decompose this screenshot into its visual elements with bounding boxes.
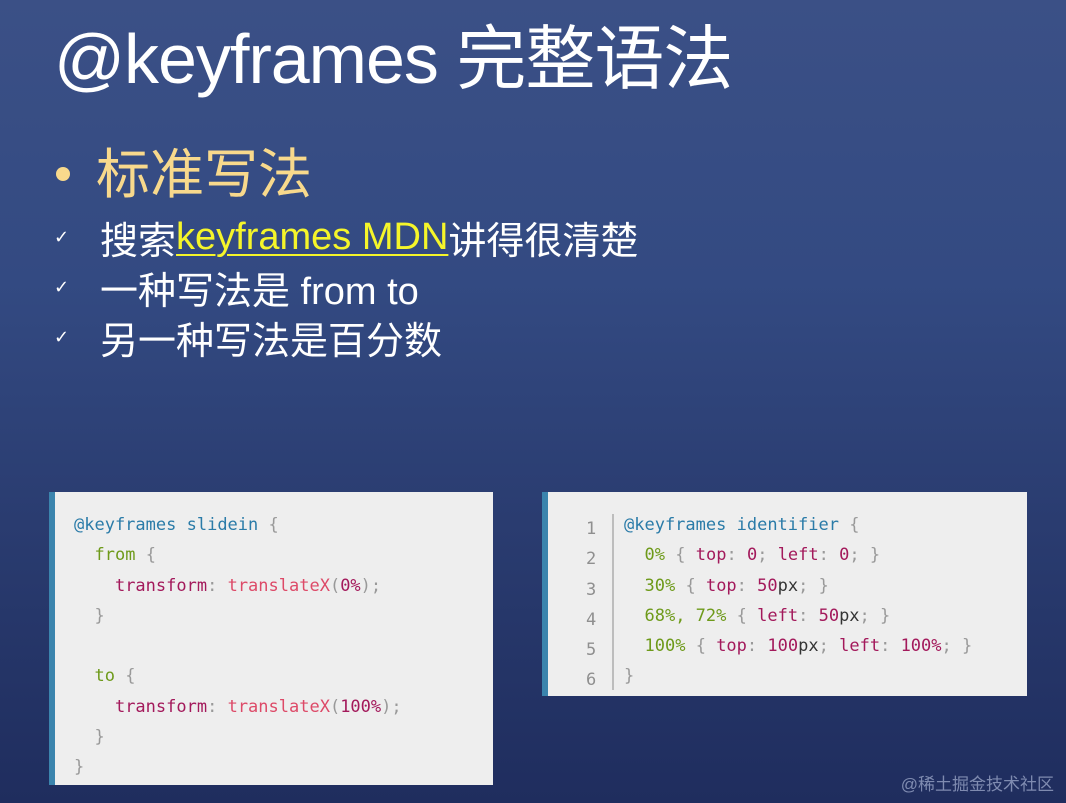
- check-icon: ✓: [54, 226, 70, 247]
- code-line: from {: [94, 545, 156, 566]
- code-line: [74, 631, 402, 661]
- code-line: 100% { top: 100px; left: 100%; }: [644, 636, 973, 657]
- bullet-dot-icon: [56, 166, 70, 181]
- line-number: 2: [586, 549, 597, 570]
- code-line: to {: [94, 666, 136, 687]
- code-lines: @keyframes identifier { 0% { top: 0; lef…: [624, 510, 972, 692]
- code-line: transform: translateX(100%);: [114, 696, 402, 717]
- code-line: transform: translateX(0%);: [114, 575, 382, 596]
- watermark: @稀土掘金技术社区: [900, 775, 1054, 794]
- checklist-text: 另一种写法是百分数: [100, 320, 443, 363]
- line-number: 1: [586, 519, 597, 539]
- line-number: 5: [586, 640, 597, 661]
- code-line: }: [74, 757, 85, 778]
- checklist-item: ✓ 另一种写法是百分数: [54, 312, 638, 363]
- code-lines: @keyframes slidein { from { transform: t…: [74, 510, 402, 783]
- code-line: }: [624, 666, 635, 687]
- code-block-percentages: 1 2 3 4 5 6 @keyframes identifier { 0% { top:…: [542, 492, 1027, 696]
- keyframes-mdn-link[interactable]: keyframes MDN: [176, 215, 449, 258]
- code-line: }: [94, 605, 105, 626]
- check-icon: ✓: [54, 326, 70, 347]
- code-line: @keyframes identifier {: [624, 515, 860, 535]
- code-line: }: [94, 727, 105, 748]
- line-number: 6: [586, 670, 597, 691]
- bullet-heading: 标准写法: [56, 140, 312, 210]
- code-line: 68%, 72% { left: 50px; }: [644, 605, 891, 626]
- code-line: 30% { top: 50px; }: [644, 575, 829, 596]
- line-number: 3: [586, 579, 597, 600]
- code-line: @keyframes slidein {: [74, 515, 279, 535]
- bullet-heading-text: 标准写法: [96, 145, 312, 205]
- checklist-text-prefix: 搜索: [100, 220, 177, 263]
- checklist: ✓ 搜索 keyframes MDN 讲得很清楚 ✓ 一种写法是 from to…: [54, 212, 639, 363]
- checklist-text-suffix: 讲得很清楚: [448, 220, 639, 263]
- check-icon: ✓: [54, 276, 70, 297]
- checklist-text: 一种写法是 from to: [100, 270, 419, 313]
- checklist-item: ✓ 搜索 keyframes MDN 讲得很清楚: [54, 212, 639, 263]
- checklist-item: ✓ 一种写法是 from to: [54, 262, 638, 313]
- line-number-gutter: 1 2 3 4 5 6: [576, 514, 614, 690]
- slide-title: @keyframes 完整语法: [54, 20, 733, 98]
- code-line: 0% { top: 0; left: 0; }: [644, 545, 881, 566]
- code-block-from-to: @keyframes slidein { from { transform: t…: [49, 492, 493, 785]
- line-number: 4: [586, 609, 597, 630]
